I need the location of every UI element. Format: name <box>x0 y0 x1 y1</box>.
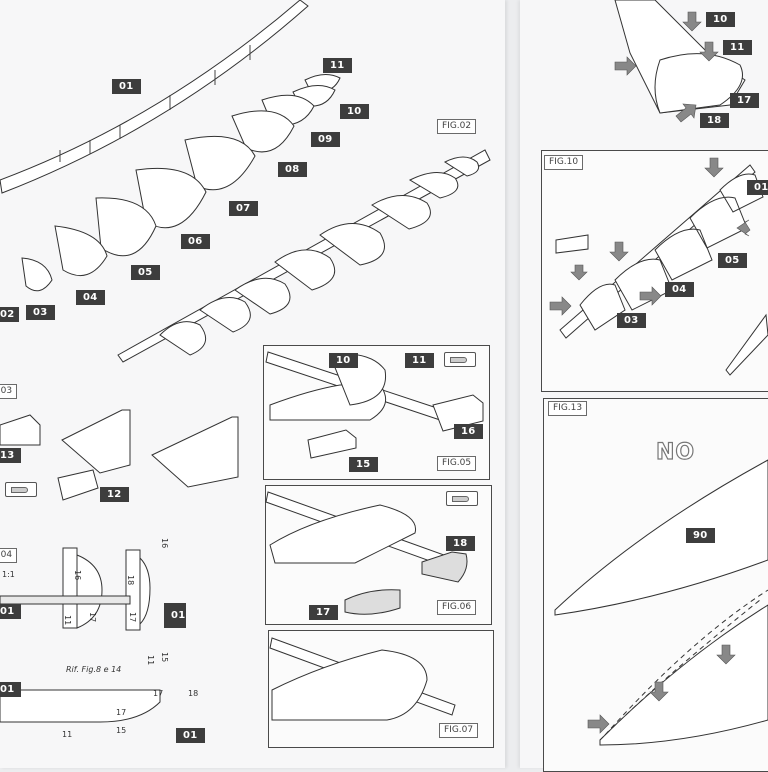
part-tag-04: 04 <box>76 290 105 305</box>
part-tag-01-b: 01 <box>0 604 21 619</box>
callout-16a: 16 <box>73 570 82 581</box>
fig10-label: FIG.10 <box>544 155 584 170</box>
part-tag-09: 09 <box>311 132 340 147</box>
fig05-tag-16: 16 <box>454 424 483 439</box>
part-tag-01-e: 01 <box>176 728 205 743</box>
callout-15b: 15 <box>160 652 169 663</box>
part-tag-10: 10 <box>340 104 369 119</box>
part-tag-05: 05 <box>131 265 160 280</box>
fig04-label: FIG.04 <box>0 548 18 563</box>
callout-17b: 17 <box>128 612 137 623</box>
r-tag-03: 03 <box>617 313 646 328</box>
fig06-tag-18: 18 <box>446 536 475 551</box>
fig05-tag-15: 15 <box>349 457 378 472</box>
bulkhead-07 <box>135 167 207 229</box>
fig13-label: FIG.13 <box>548 401 588 416</box>
tool-icon <box>444 352 476 367</box>
no-sign: NO <box>655 439 696 465</box>
callout-17a: 17 <box>88 612 97 623</box>
callout-17d: 17 <box>116 708 127 717</box>
bulkhead-03 <box>21 257 53 292</box>
r-tag-11: 11 <box>723 40 752 55</box>
fig02-label: FIG.02 <box>437 119 477 134</box>
part-tag-01-c: 01 <box>164 603 186 628</box>
callout-18c: 18 <box>188 689 199 698</box>
part-tag-07: 07 <box>229 201 258 216</box>
part-tag-06: 06 <box>181 234 210 249</box>
r-tag-17: 17 <box>730 93 759 108</box>
ref-text: Rif. Fig.8 e 14 <box>66 665 122 674</box>
r-tag-04: 04 <box>665 282 694 297</box>
r-tag-18: 18 <box>700 113 729 128</box>
part-tag-13: 13 <box>0 448 21 463</box>
scale-text: 1:1 <box>2 570 15 579</box>
part-tag-08: 08 <box>278 162 307 177</box>
r-tag-10: 10 <box>706 12 735 27</box>
callout-11d: 11 <box>62 730 73 739</box>
part-tag-01-d: 01 <box>0 682 21 697</box>
part-tag-03: 03 <box>26 305 55 320</box>
tool-icon <box>5 482 37 497</box>
callout-15d: 15 <box>116 726 127 735</box>
bulkhead-06 <box>95 197 157 257</box>
fig07-label: FIG.07 <box>439 723 479 738</box>
fig06-tag-17: 17 <box>309 605 338 620</box>
fig05-label: FIG.05 <box>437 456 477 471</box>
part-tag-12: 12 <box>100 487 129 502</box>
callout-18a: 18 <box>126 575 135 586</box>
r-tag-90: 90 <box>686 528 715 543</box>
tool-icon <box>446 491 478 506</box>
callout-11a: 11 <box>63 615 72 626</box>
fig05-tag-11: 11 <box>405 353 434 368</box>
bulkhead-09 <box>231 110 295 153</box>
callout-17c: 17 <box>153 689 164 698</box>
callout-16b: 16 <box>160 538 169 549</box>
fig05-tag-10: 10 <box>329 353 358 368</box>
r-tag-01: 01 <box>747 180 768 195</box>
part-tag-11: 11 <box>323 58 352 73</box>
r-tag-05: 05 <box>718 253 747 268</box>
fig03-label: FIG.03 <box>0 384 18 399</box>
bulkhead-08 <box>184 135 256 191</box>
fig06-label: FIG.06 <box>437 600 477 615</box>
keel-part <box>0 0 309 194</box>
part-tag-01: 01 <box>112 79 141 94</box>
bulkhead-05 <box>54 225 108 277</box>
callout-11b: 11 <box>146 655 155 666</box>
part-tag-02: 02 <box>0 307 19 322</box>
